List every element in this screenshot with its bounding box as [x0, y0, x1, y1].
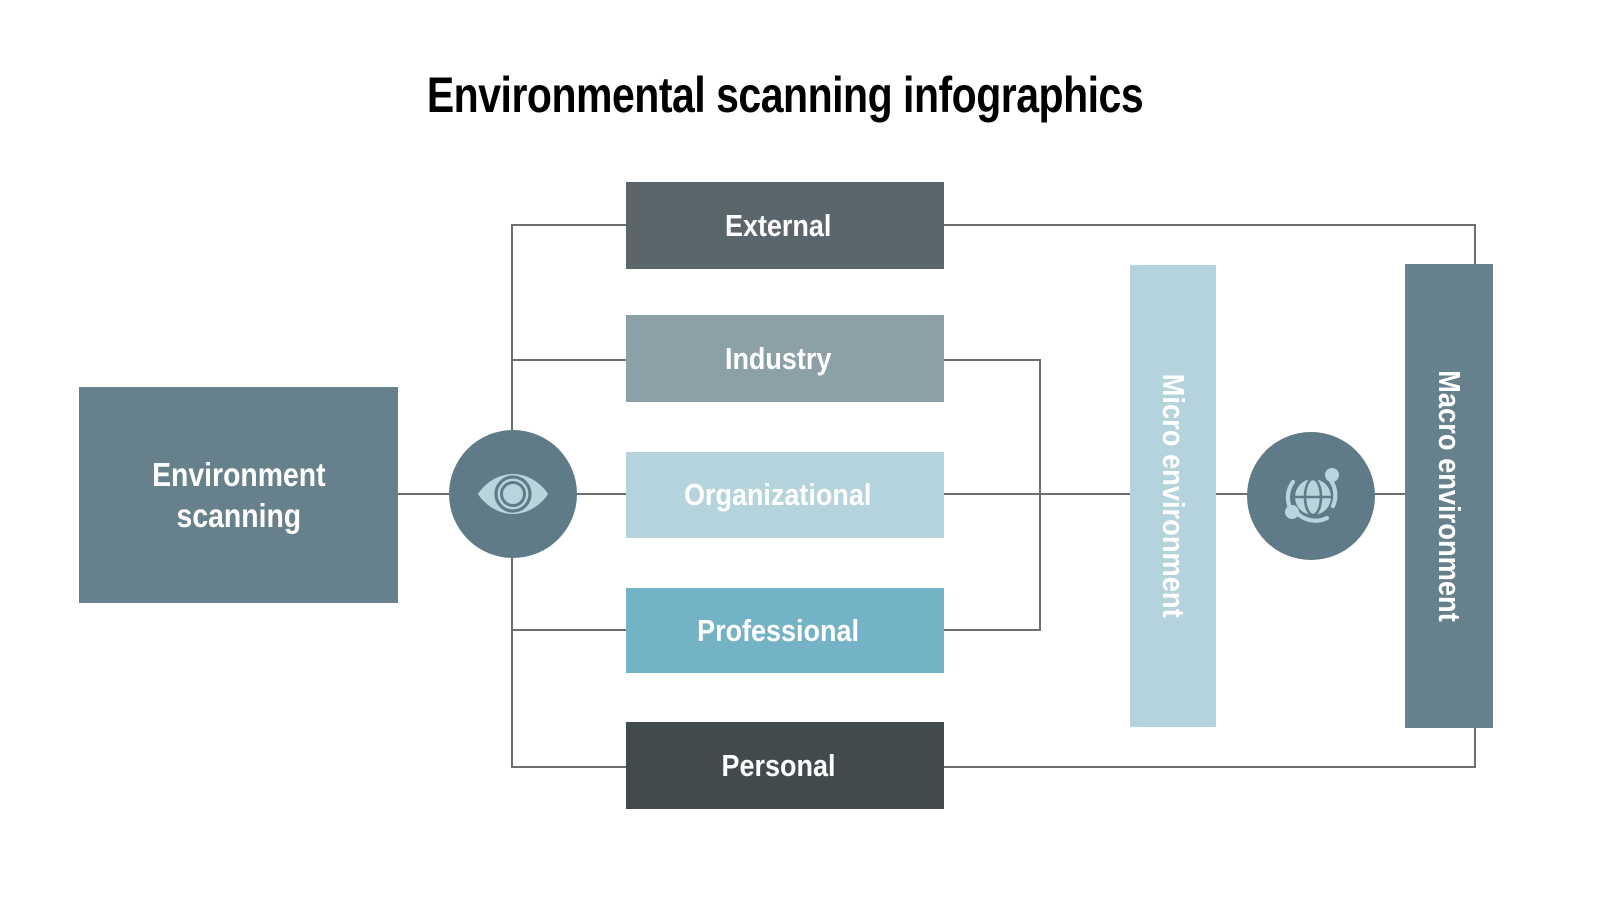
category-bar-personal[interactable]: Personal: [626, 722, 944, 809]
connector-left-to-external: [511, 224, 628, 226]
connector-professional-to-micro-trunk: [944, 629, 1041, 631]
connector-industry-to-micro-trunk: [944, 359, 1041, 361]
micro-environment-bar[interactable]: Micro environment: [1130, 265, 1216, 727]
connector-left-to-personal: [511, 766, 628, 768]
source-line-2: scanning: [176, 497, 301, 534]
source-line-1: Environment: [151, 455, 326, 493]
category-bar-organizational[interactable]: Organizational: [626, 452, 944, 538]
environment-scanning-box[interactable]: Environment scanning: [79, 387, 398, 603]
category-label: Professional: [697, 612, 859, 648]
connector-left-to-industry: [511, 359, 628, 361]
category-label: Industry: [724, 340, 832, 376]
category-label: Personal: [721, 747, 835, 783]
category-bar-industry[interactable]: Industry: [626, 315, 944, 402]
micro-environment-label: Micro environment: [1156, 373, 1191, 619]
connector-external-to-macro-trunk: [944, 224, 1476, 226]
eye-icon: [478, 474, 548, 514]
category-label: External: [724, 207, 832, 243]
connector-micro-trunk: [1039, 359, 1041, 631]
environment-scanning-label: Environment scanning: [152, 454, 325, 537]
eye-icon-circle[interactable]: [449, 430, 577, 558]
page-title: Environmental scanning infographics: [426, 67, 1144, 123]
macro-environment-label: Macro environment: [1432, 370, 1467, 622]
category-label: Organizational: [684, 477, 872, 512]
connector-left-to-professional: [511, 629, 628, 631]
globe-icon-circle[interactable]: [1247, 432, 1375, 560]
connector-globe-to-macro: [1366, 493, 1414, 495]
category-bar-professional[interactable]: Professional: [626, 588, 944, 673]
macro-environment-bar[interactable]: Macro environment: [1405, 264, 1493, 728]
category-bar-external[interactable]: External: [626, 182, 944, 269]
connector-micro-to-globe: [1216, 493, 1256, 495]
connector-organizational-to-micro: [944, 493, 1154, 495]
connector-eye-to-organizational: [573, 493, 628, 495]
connector-personal-to-macro-trunk: [944, 766, 1476, 768]
globe-network-icon: [1285, 468, 1339, 523]
connector-source-to-eye: [398, 493, 453, 495]
